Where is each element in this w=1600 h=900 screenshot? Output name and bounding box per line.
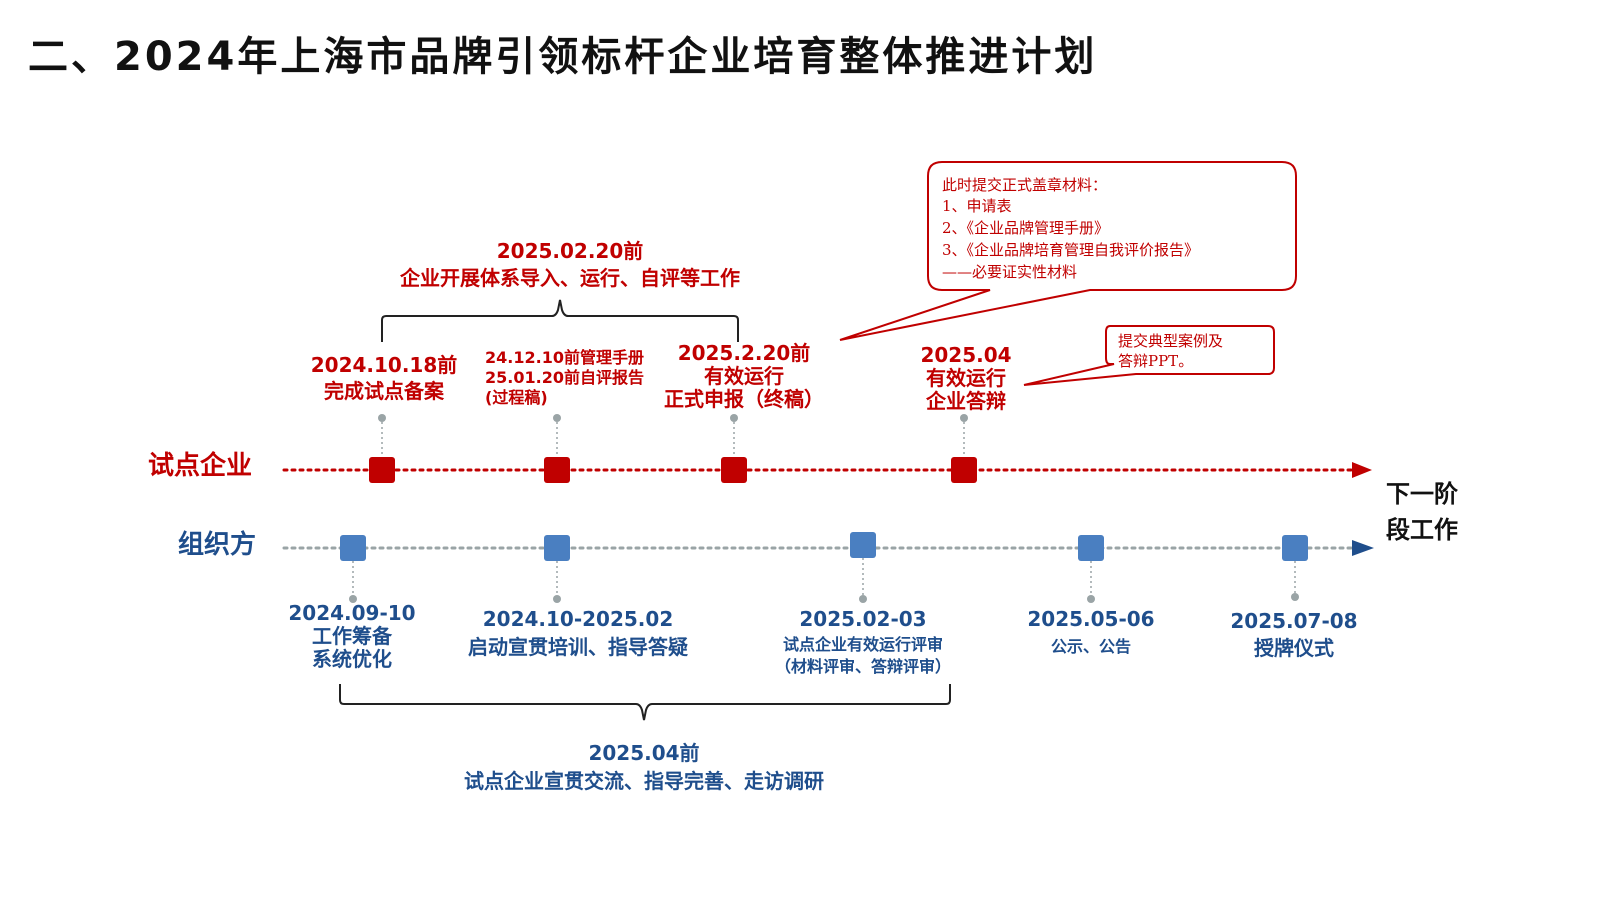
milestone-line: 正式申报（终稿） bbox=[664, 387, 824, 411]
connector-dot bbox=[553, 595, 561, 603]
milestone-line: 24.12.10前管理手册 bbox=[485, 348, 644, 367]
callout-box bbox=[839, 161, 1297, 341]
milestone-desc: 启动宣贯培训、指导答疑 bbox=[468, 635, 688, 659]
callout-line: ——必要证实性材料 bbox=[942, 263, 1077, 281]
pilot-marker bbox=[951, 457, 977, 483]
callout-line: 2、《企业品牌管理手册》 bbox=[942, 219, 1109, 237]
milestone-desc: 授牌仪式 bbox=[1254, 636, 1334, 660]
connector-dot bbox=[349, 595, 357, 603]
milestone-date: 2025.04 bbox=[920, 343, 1011, 367]
milestone-desc: 公示、公告 bbox=[1051, 637, 1131, 656]
milestone-line: 有效运行 bbox=[926, 366, 1006, 390]
callout-line: 提交典型案例及 bbox=[1118, 332, 1223, 350]
callout-line: 3、《企业品牌培育管理自我评价报告》 bbox=[942, 241, 1199, 259]
callout-case-ppt: 提交典型案例及 答辩PPT。 bbox=[1023, 325, 1275, 386]
page-title: 二、2024年上海市品牌引领标杆企业培育整体推进计划 bbox=[28, 34, 1097, 80]
top-bracket bbox=[381, 299, 739, 342]
callout-line: 1、申请表 bbox=[942, 197, 1012, 215]
organizer-milestone: 2025.07-08 授牌仪式 bbox=[1230, 535, 1358, 660]
pilot-milestone: 2025.2.20前 有效运行 正式申报（终稿） bbox=[664, 341, 824, 483]
row-label-pilot: 试点企业 bbox=[148, 450, 252, 481]
connector-dot bbox=[378, 414, 386, 422]
bottom-bracket-desc: 试点企业宣贯交流、指导完善、走访调研 bbox=[464, 769, 824, 793]
milestone-date: 2024.10-2025.02 bbox=[483, 607, 674, 631]
milestone-line: （材料评审、答辩评审） bbox=[775, 657, 951, 676]
pilot-milestone: 2024.10.18前 完成试点备案 bbox=[311, 353, 458, 483]
milestone-line: 有效运行 bbox=[704, 364, 784, 388]
connector-dot bbox=[1087, 595, 1095, 603]
pilot-marker bbox=[369, 457, 395, 483]
organizer-milestone: 2025.05-06 公示、公告 bbox=[1027, 535, 1155, 656]
organizer-marker bbox=[1282, 535, 1308, 561]
connector-dot bbox=[960, 414, 968, 422]
top-bracket-date: 2025.02.20前 bbox=[497, 239, 644, 263]
pilot-marker bbox=[721, 457, 747, 483]
milestone-date: 2025.02-03 bbox=[799, 607, 926, 631]
milestone-date: 2024.09-10 bbox=[288, 601, 415, 625]
organizer-marker bbox=[544, 535, 570, 561]
callout-submit-materials: 此时提交正式盖章材料： 1、申请表 2、《企业品牌管理手册》 3、《企业品牌培育… bbox=[839, 161, 1297, 341]
pilot-timeline-arrow bbox=[1352, 462, 1372, 478]
milestone-line: 工作筹备 bbox=[312, 624, 393, 648]
connector-dot bbox=[730, 414, 738, 422]
callout-box bbox=[1023, 325, 1275, 386]
callout-line: 答辩PPT。 bbox=[1118, 352, 1193, 370]
next-stage-line-2: 段工作 bbox=[1386, 516, 1458, 544]
bottom-bracket bbox=[339, 684, 951, 721]
organizer-marker bbox=[850, 532, 876, 558]
milestone-date: 2024.10.18前 bbox=[311, 353, 458, 377]
connector-dot bbox=[859, 595, 867, 603]
top-bracket-desc: 企业开展体系导入、运行、自评等工作 bbox=[399, 266, 740, 290]
connector-dot bbox=[1291, 593, 1299, 601]
milestone-desc: 完成试点备案 bbox=[324, 379, 445, 403]
milestone-line: 25.01.20前自评报告 bbox=[485, 368, 644, 387]
milestone-line: 试点企业有效运行评审 bbox=[783, 635, 943, 654]
organizer-timeline-arrow bbox=[1352, 540, 1374, 556]
connector-dot bbox=[553, 414, 561, 422]
organizer-milestone: 2024.10-2025.02 启动宣贯培训、指导答疑 bbox=[468, 535, 688, 659]
organizer-milestone: 2024.09-10 工作筹备 系统优化 bbox=[288, 535, 416, 671]
milestone-line: 企业答辩 bbox=[925, 389, 1006, 413]
pilot-milestone: 24.12.10前管理手册 25.01.20前自评报告 (过程稿) bbox=[485, 348, 644, 483]
callout-line: 此时提交正式盖章材料： bbox=[942, 176, 1107, 194]
pilot-marker bbox=[544, 457, 570, 483]
milestone-date: 2025.07-08 bbox=[1230, 609, 1357, 633]
pilot-milestone: 2025.04 有效运行 企业答辩 bbox=[920, 343, 1012, 483]
milestone-line: (过程稿) bbox=[485, 388, 548, 407]
milestone-date: 2025.2.20前 bbox=[678, 341, 811, 365]
organizer-milestone: 2025.02-03 试点企业有效运行评审 （材料评审、答辩评审） bbox=[775, 532, 951, 676]
bottom-bracket-date: 2025.04前 bbox=[588, 741, 699, 765]
milestone-date: 2025.05-06 bbox=[1027, 607, 1154, 631]
row-label-organizer: 组织方 bbox=[178, 529, 256, 560]
organizer-marker bbox=[340, 535, 366, 561]
organizer-marker bbox=[1078, 535, 1104, 561]
milestone-line: 系统优化 bbox=[312, 647, 392, 671]
next-stage-line-1: 下一阶 bbox=[1386, 480, 1458, 508]
